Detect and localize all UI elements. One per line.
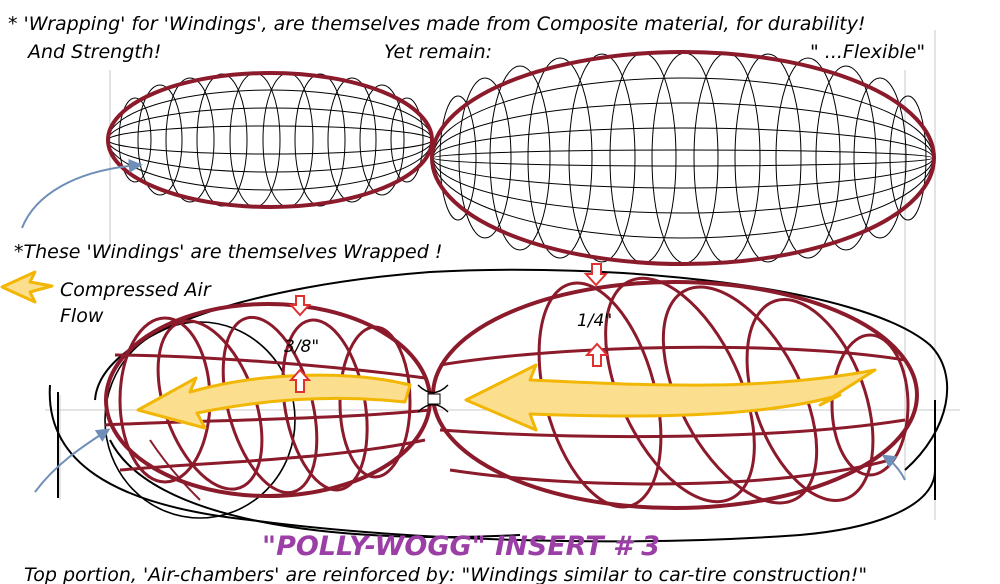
header-mid-note: Yet remain:: [384, 41, 492, 63]
dimension-left: 3/8": [284, 337, 319, 357]
guide-lines: [45, 30, 960, 520]
blue-curved-arrow-icon: [22, 165, 905, 492]
wrapped-note: *These 'Windings' are themselves Wrapped…: [14, 241, 442, 263]
compressed-air-label: Compressed Air: [60, 279, 212, 301]
dimension-right: 1/4": [577, 311, 612, 331]
flow-label: Flow: [60, 305, 104, 327]
header-right-note: " ...Flexible": [810, 41, 925, 63]
top-right-wound-chamber: [432, 52, 934, 264]
diagram-caption: Top portion, 'Air-chambers' are reinforc…: [24, 564, 867, 584]
top-left-wound-chamber: [108, 73, 432, 207]
red-outline-arrow-icon: [291, 264, 607, 392]
header-line-1: * 'Wrapping' for 'Windings', are themsel…: [8, 13, 866, 35]
header-left-note: And Strength!: [26, 41, 161, 63]
diagram-title: "POLLY-WOGG" INSERT # 3: [262, 531, 660, 562]
